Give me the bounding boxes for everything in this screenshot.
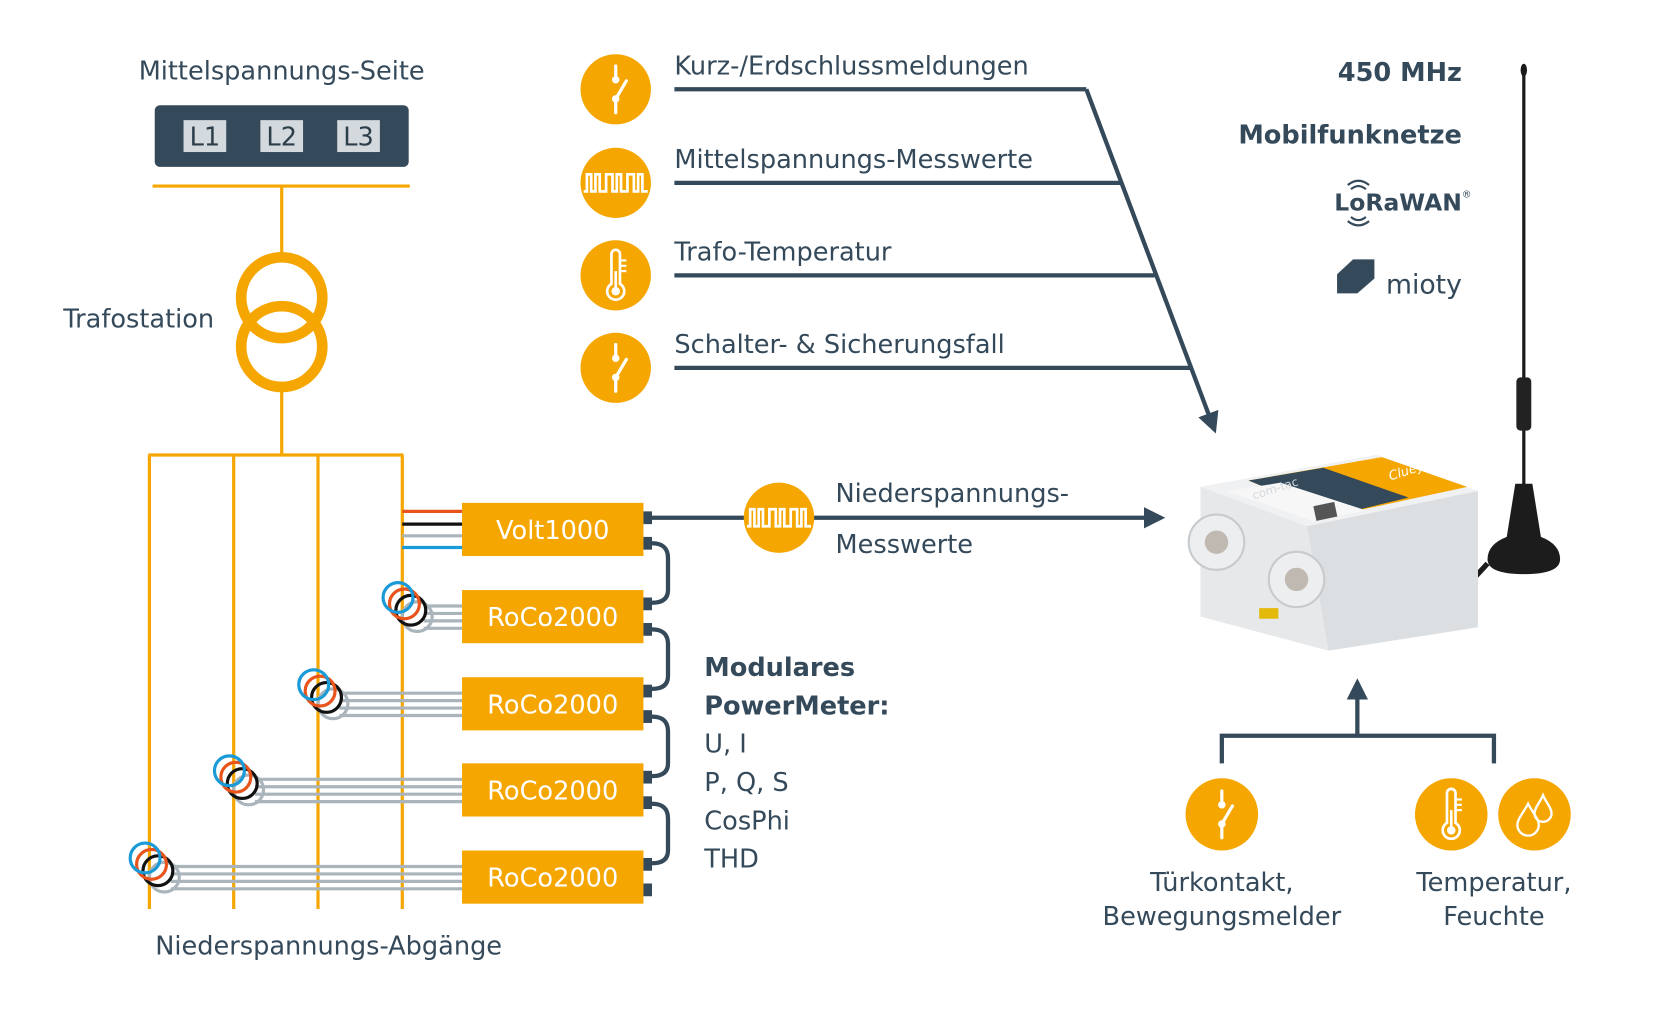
ct-ring-black: [309, 680, 344, 714]
lv-measurement-label-2: Messwerte: [836, 530, 973, 560]
sensor-door-motion: Türkontakt, Bewegungsmelder: [1103, 778, 1342, 932]
roco2000-module: RoCo2000: [462, 677, 652, 731]
roco2000-label: RoCo2000: [487, 690, 618, 720]
signal-label: Mittelspannungs-Messwerte: [674, 145, 1033, 175]
port-out: [643, 623, 652, 636]
antenna: [1470, 63, 1561, 582]
port-in: [643, 597, 652, 611]
roco2000-module: RoCo2000: [462, 590, 652, 644]
ct-ring-red: [303, 674, 337, 708]
signal-badge: [580, 332, 651, 403]
signals-merge-arrow: [1084, 88, 1219, 434]
transformer-label: Trafostation: [62, 304, 214, 334]
roco2000-label: RoCo2000: [487, 603, 618, 633]
mv-phase-L2: L2: [260, 120, 304, 153]
signal-label: Schalter- & Sicherungsfall: [674, 330, 1004, 360]
signal-row: Mittelspannungs-Messwerte: [580, 145, 1121, 218]
ct-group: [381, 581, 463, 634]
phase-label: L1: [190, 123, 221, 153]
signal-row: Schalter- & Sicherungsfall: [580, 330, 1190, 403]
ct-ring-blue: [212, 754, 246, 788]
sensor-bus: [1219, 678, 1497, 764]
ct-ring-black: [225, 767, 259, 801]
sensor-label-2: Bewegungsmelder: [1103, 902, 1342, 932]
qr-code: [1313, 501, 1338, 521]
port-in: [643, 857, 652, 871]
transformer-coil-secondary: [235, 300, 328, 393]
port-in: [643, 770, 652, 784]
powermeter-value: THD: [703, 845, 759, 875]
voltage-taps: [402, 509, 464, 550]
powermeter-value: P, Q, S: [704, 768, 788, 798]
volt1000-module: Volt1000: [462, 502, 652, 557]
sensor-label-1: Temperatur,: [1415, 868, 1571, 898]
signal-label: Kurz-/Erdschlussmeldungen: [674, 51, 1028, 81]
sensor-label-1: Türkontakt,: [1149, 868, 1293, 898]
mioty-mark-icon: [1337, 259, 1375, 294]
ct-group: [128, 841, 463, 894]
port-in: [643, 684, 652, 698]
current-transformers: [128, 581, 463, 894]
signal-badge: [580, 240, 651, 311]
signal-row: Kurz-/Erdschlussmeldungen: [580, 51, 1087, 125]
mioty-logo: mioty: [1337, 259, 1462, 300]
port-out: [643, 511, 652, 525]
lv-measurement-badge: [743, 482, 815, 553]
ct-ring-black: [141, 854, 175, 888]
roco2000-module: RoCo2000: [462, 763, 652, 817]
lorawan-reg: ®: [1462, 190, 1472, 201]
phase-label: L3: [343, 123, 374, 153]
ct-ring-grey: [232, 773, 266, 807]
port-out: [643, 796, 652, 810]
ct-ring-grey: [316, 687, 350, 721]
powermeter-title-1: Modulares: [704, 653, 855, 683]
powermeter-value: CosPhi: [704, 806, 790, 836]
ct-ring-grey: [400, 600, 434, 634]
signal-row: Trafo-Temperatur: [580, 238, 1155, 311]
ct-group: [212, 754, 463, 807]
roco2000-module: RoCo2000: [462, 850, 652, 904]
volt1000-label: Volt1000: [496, 516, 609, 546]
mioty-text: mioty: [1386, 269, 1462, 300]
signal-badge: [580, 147, 651, 218]
sensor-temp-humidity: Temperatur, Feuchte: [1414, 778, 1571, 932]
mv-title: Mittelspannungs-Seite: [139, 57, 425, 87]
lorawan-text: LoRaWAN: [1334, 189, 1462, 217]
mv-phase-L1: L1: [183, 120, 227, 153]
ct-ring-black: [394, 593, 428, 627]
ct-ring-blue: [128, 841, 162, 875]
ct-ring-grey: [147, 860, 181, 894]
ct-group: [297, 668, 463, 721]
port-out: [643, 883, 652, 897]
roco2000-label: RoCo2000: [487, 777, 618, 807]
roco2000-label: RoCo2000: [487, 864, 618, 894]
lv-measurement-label-1: Niederspannungs-: [836, 479, 1069, 509]
signal-label: Trafo-Temperatur: [673, 238, 892, 268]
module-bus-links: [651, 541, 671, 866]
port-out: [643, 710, 652, 723]
ct-ring-blue: [297, 668, 331, 702]
ct-ring-blue: [381, 581, 415, 614]
powermeter-title-2: PowerMeter:: [704, 691, 889, 721]
port-bus: [643, 536, 652, 550]
lv-outputs-label: Niederspannungs-Abgänge: [155, 932, 502, 962]
signal-badge: [580, 54, 651, 125]
mv-phase-L3: L3: [337, 120, 380, 153]
lorawan-logo: LoRaWAN ®: [1334, 179, 1472, 227]
transformer-coil-primary: [235, 251, 328, 344]
phase-label: L2: [266, 123, 297, 153]
radio-waves-icon: [1347, 179, 1370, 227]
freq-label: 450 MHz: [1338, 58, 1462, 88]
ct-ring-red: [387, 587, 421, 621]
powermeter-value: U, I: [704, 730, 747, 760]
ct-ring-red: [134, 847, 169, 881]
mobile-label: Mobilfunknetze: [1238, 121, 1462, 151]
sensor-label-2: Feuchte: [1443, 902, 1544, 932]
ct-ring-red: [219, 760, 253, 794]
gateway-device: Cluey com-tac: [1187, 455, 1478, 651]
din-clip: [1259, 608, 1279, 619]
